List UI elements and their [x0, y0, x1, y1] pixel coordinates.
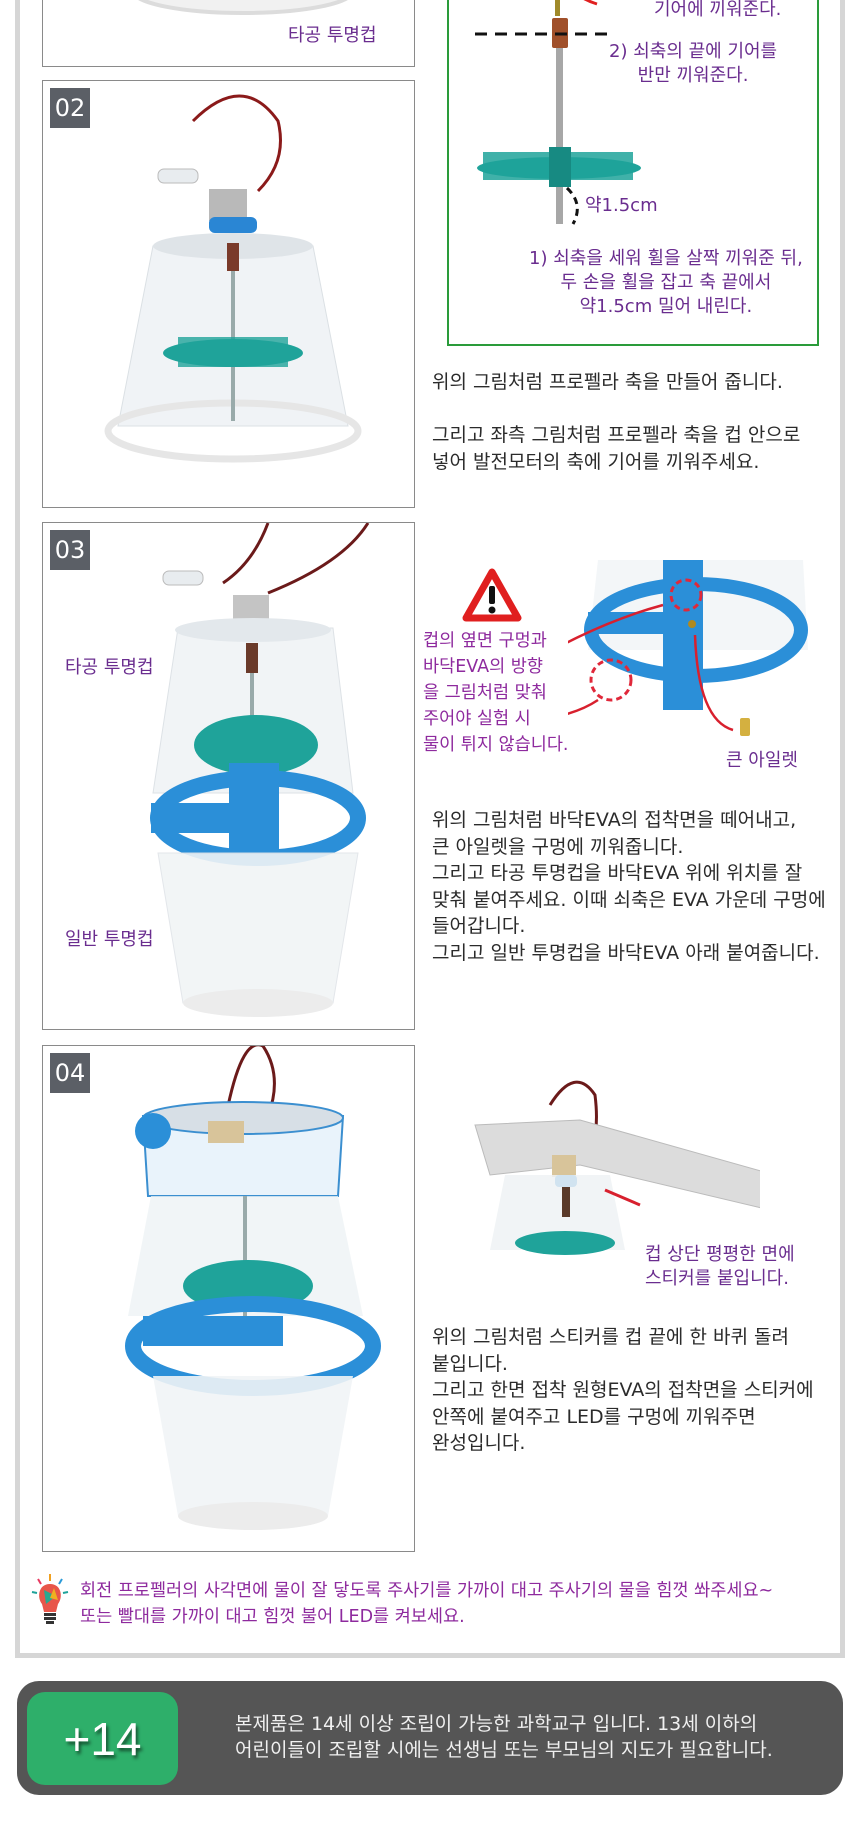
step-number-badge: 04 — [50, 1053, 90, 1093]
cup-with-propeller-illustration — [104, 94, 362, 463]
large-eyelet-label: 큰 아일렛 — [726, 750, 798, 771]
measure-caption: 약1.5cm — [585, 195, 658, 216]
tip-text: 회전 프로펠러의 사각면에 물이 잘 닿도록 주사기를 가까이 대고 주사기의 … — [80, 1581, 774, 1627]
shaft-gear-propeller-illustration — [475, 0, 641, 225]
step-02-panel: 02 — [42, 80, 415, 508]
step-01-panel: 타공 투명컵 — [42, 0, 415, 67]
warning-triangle-icon — [462, 568, 522, 622]
step3-caption-tail: 기어에 끼워준다. — [654, 0, 782, 20]
perforated-cup-label: 타공 투명컵 — [65, 657, 154, 678]
completed-assembly-illustration — [125, 1046, 381, 1530]
step-number-badge: 03 — [50, 530, 90, 570]
age-badge: +14 — [27, 1692, 178, 1785]
age-notice-banner: +14 본제품은 14세 이상 조립이 가능한 과학교구 입니다. 13세 이하… — [17, 1681, 843, 1795]
step2-caption: 2) 쇠축의 끝에 기어를 반만 끼워준다. — [609, 41, 778, 86]
step-03-description: 위의 그림처럼 바닥EVA의 접착면을 떼어내고, 큰 아일렛을 구멍에 끼워줍… — [432, 809, 826, 964]
sticker-strip-illustration — [474, 1080, 760, 1255]
step-02-description: 위의 그림처럼 프로펠라 축을 만들어 줍니다. 그리고 좌측 그림처럼 프로펠… — [432, 371, 801, 473]
step-03-panel: 03 타공 투명컵 일반 투명컵 — [42, 522, 415, 1030]
tip-section: 회전 프로펠러의 사각면에 물이 잘 닿도록 주사기를 가까이 대고 주사기의 … — [30, 1572, 773, 1630]
eva-alignment-illustration: 컵의 옆면 구멍과 바닥EVA의 방향 을 그림처럼 맞춰 주어야 실험 시 물… — [420, 550, 820, 775]
lightbulb-icon — [31, 1574, 69, 1624]
sticker-placement-note: 컵 상단 평평한 면에 스티커를 붙입니다. — [645, 1244, 795, 1289]
step-04-panel: 04 — [42, 1045, 415, 1552]
sticker-placement-illustration: 컵 상단 평평한 면에 스티커를 붙입니다. — [440, 1075, 820, 1290]
age-notice-text: 본제품은 14세 이상 조립이 가능한 과학교구 입니다. 13세 이하의 어린… — [235, 1713, 773, 1761]
step1-caption: 1) 쇠축을 세워 휠을 살짝 끼워준 뒤, 두 손을 휠을 잡고 축 끝에서 … — [529, 248, 803, 317]
step-number-badge: 02 — [50, 88, 90, 128]
cup-bottom-illustration — [138, 0, 348, 15]
step-04-description: 위의 그림처럼 스티커를 컵 끝에 한 바퀴 돌려 붙입니다. 그리고 한면 접… — [432, 1326, 814, 1454]
plain-cup-label: 일반 투명컵 — [65, 929, 154, 950]
eva-base-illustration — [568, 560, 808, 736]
propeller-shaft-diagram: 기어에 끼워준다. 2) 쇠축의 끝에 기어를 반만 끼워준다. 약1.5cm … — [447, 0, 819, 346]
alignment-warning-text: 컵의 옆면 구멍과 바닥EVA의 방향 을 그림처럼 맞춰 주어야 실험 시 물… — [423, 631, 569, 755]
perforated-cup-label: 타공 투명컵 — [288, 25, 377, 46]
two-cup-assembly-illustration — [150, 523, 370, 1017]
